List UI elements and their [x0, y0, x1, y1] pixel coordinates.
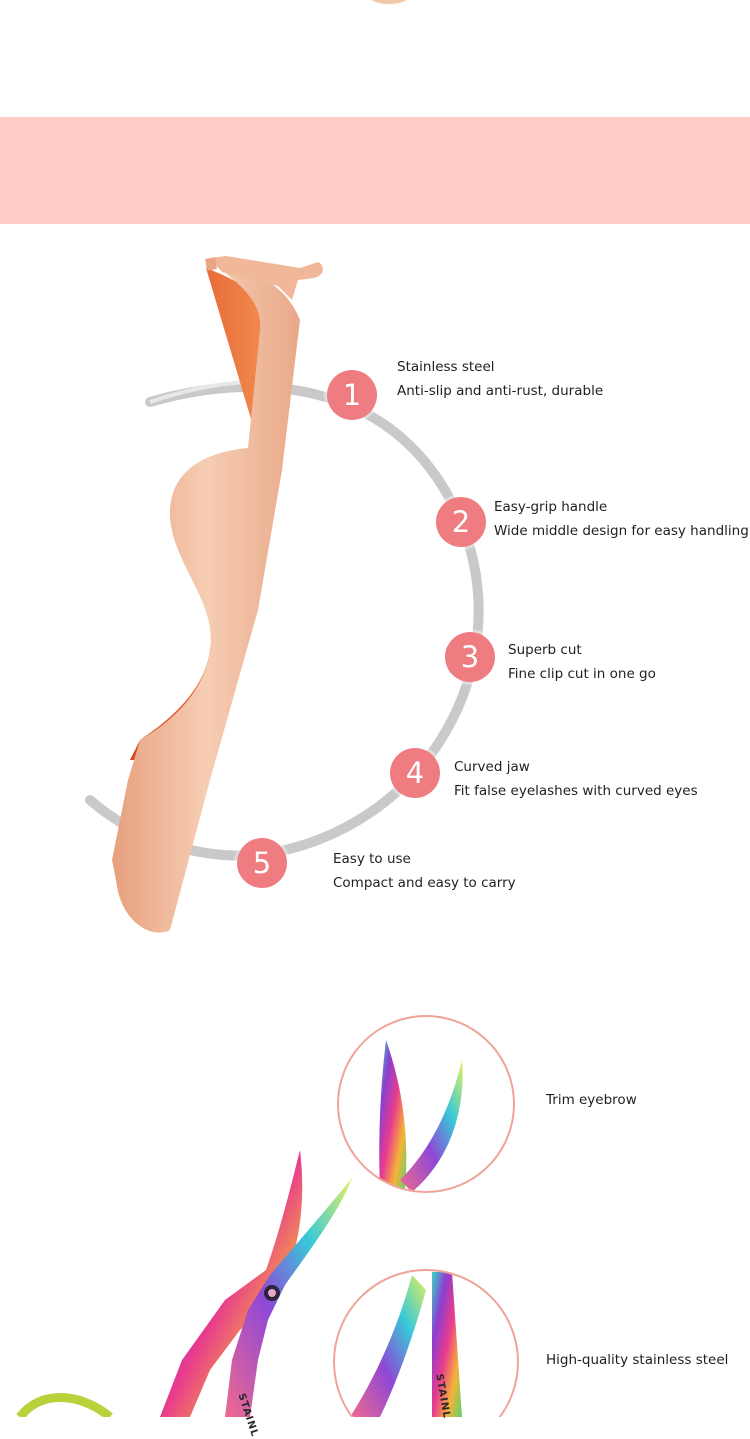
- feature-2: Easy-grip handle Wide middle design for …: [494, 495, 749, 543]
- top-decoration: [368, 0, 410, 4]
- feature-3-title: Superb cut: [508, 642, 582, 658]
- feature-number-5: 5: [237, 838, 287, 888]
- feature-number-1: 1: [327, 370, 377, 420]
- feature-2-desc: Wide middle design for easy handling: [494, 523, 749, 539]
- feature-4-desc: Fit false eyelashes with curved eyes: [454, 783, 698, 799]
- feature-4: Curved jaw Fit false eyelashes with curv…: [454, 755, 698, 803]
- feature-5: Easy to use Compact and easy to carry: [333, 847, 516, 895]
- feature-4-title: Curved jaw: [454, 759, 530, 775]
- feature-1: Stainless steel Anti-slip and anti-rust,…: [397, 355, 603, 403]
- feature-5-desc: Compact and easy to carry: [333, 875, 516, 891]
- scissors-detail-label-1: Trim eyebrow: [546, 1092, 637, 1108]
- feature-5-title: Easy to use: [333, 851, 411, 867]
- feature-number-2: 2: [436, 497, 486, 547]
- feature-1-title: Stainless steel: [397, 359, 495, 375]
- feature-3-desc: Fine clip cut in one go: [508, 666, 656, 682]
- feature-3: Superb cut Fine clip cut in one go: [508, 638, 656, 686]
- feature-1-desc: Anti-slip and anti-rust, durable: [397, 383, 604, 399]
- feature-2-title: Easy-grip handle: [494, 499, 608, 515]
- feature-number-3: 3: [445, 632, 495, 682]
- pink-banner: [0, 117, 750, 224]
- scissors-detail-label-2: High-quality stainless steel: [546, 1352, 729, 1368]
- feature-number-4: 4: [390, 748, 440, 798]
